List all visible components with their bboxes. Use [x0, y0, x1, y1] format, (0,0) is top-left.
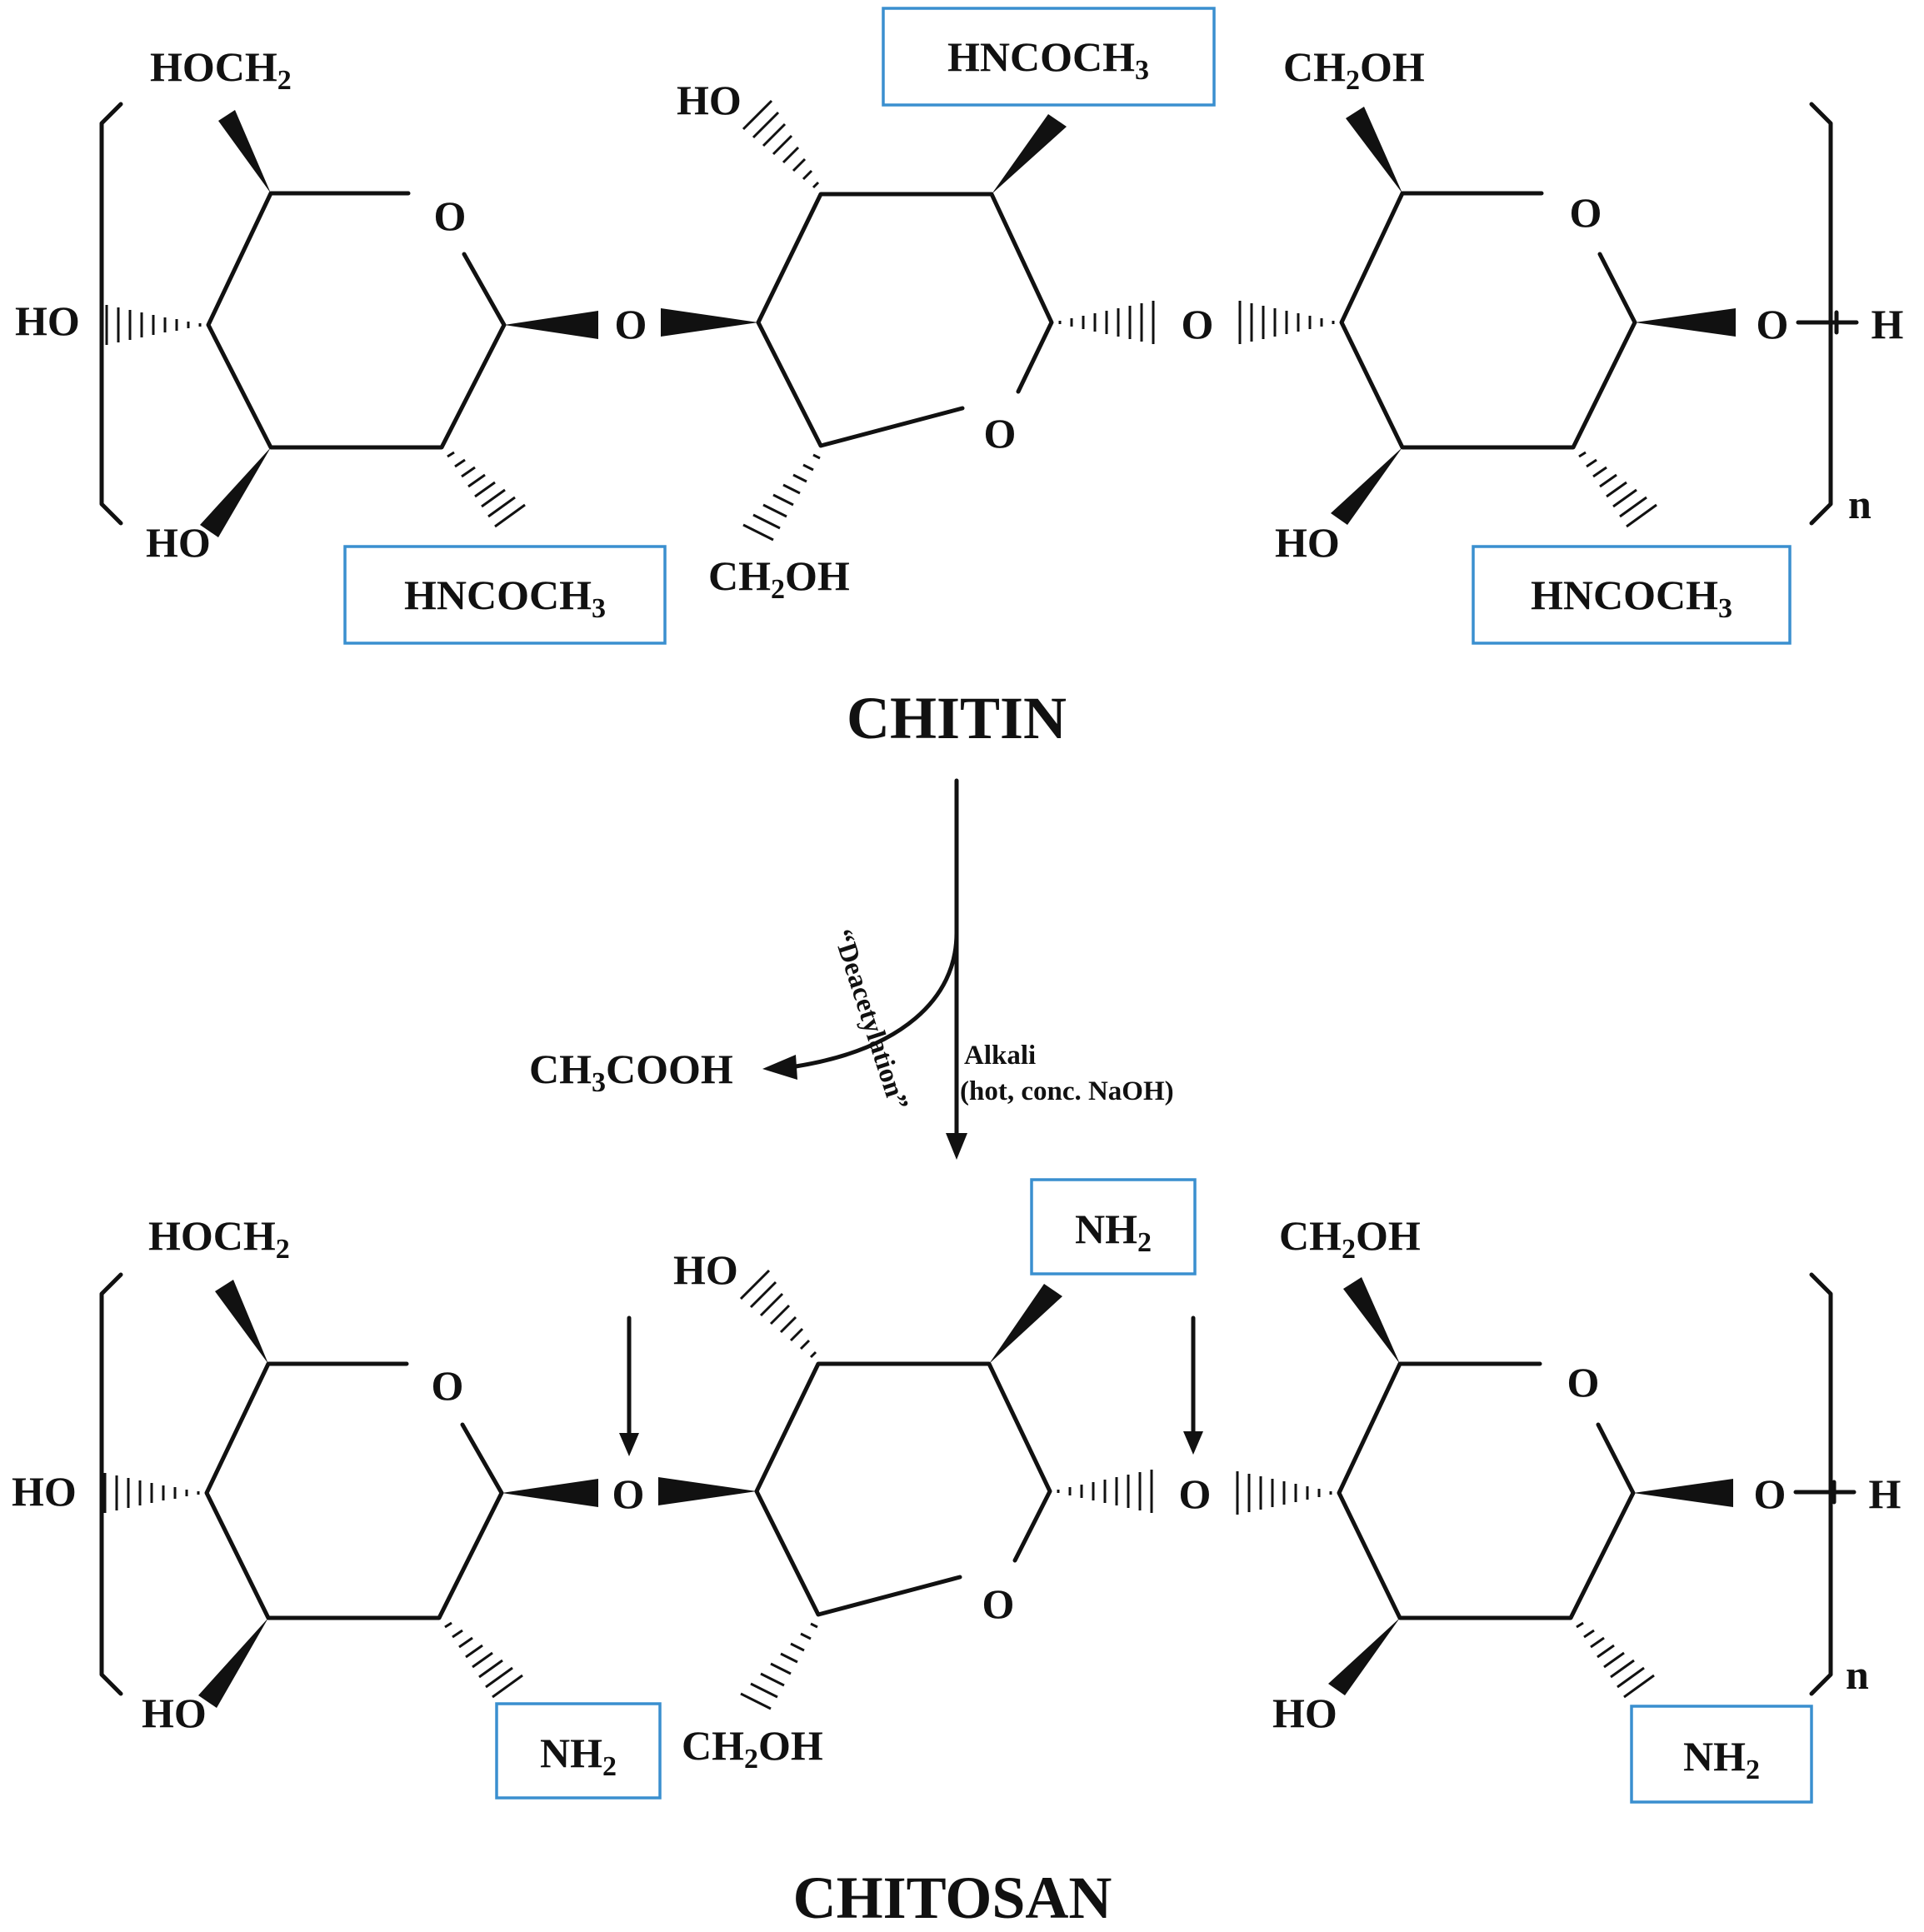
- terminal-oxygen: O: [1757, 301, 1789, 347]
- wedge-bond: [1343, 1277, 1400, 1364]
- ch2oh-label: CH2OH: [708, 552, 850, 605]
- wedge-bond: [504, 311, 598, 339]
- acetamido-box: [882, 7, 1216, 107]
- wedge-bond: [661, 308, 758, 337]
- acetamido-label: HNCOCH3: [404, 572, 606, 624]
- ch2oh-label: CH2OH: [1283, 43, 1425, 96]
- acetamido-box: [1472, 545, 1792, 645]
- amine-box: [495, 1702, 662, 1800]
- hash-bond: [742, 453, 821, 542]
- hash-bond: [1576, 1621, 1655, 1699]
- hash-bond: [105, 305, 202, 345]
- acetamido-label: HNCOCH3: [1531, 572, 1732, 624]
- chitosan-structure: O HOCH2 HO HO NH2 O O: [12, 1178, 1902, 1931]
- ho-label: HO: [673, 1246, 738, 1293]
- glycosidic-oxygen-2: O: [1182, 301, 1214, 347]
- wedge-bond: [1331, 447, 1402, 525]
- terminal-bond: [1796, 310, 1859, 335]
- hash-bond: [1058, 301, 1155, 344]
- ring-oxygen-2: O: [982, 1580, 1015, 1627]
- glycosidic-oxygen-2: O: [1179, 1470, 1212, 1517]
- ch2oh-label: CH2OH: [682, 1722, 823, 1775]
- terminal-hydrogen: H: [1869, 1470, 1902, 1517]
- hash-bond: [1057, 1470, 1153, 1513]
- right-bracket: [1809, 1272, 1833, 1696]
- ring-oxygen-3: O: [1567, 1359, 1600, 1405]
- reaction-arrow-head: [946, 1133, 967, 1160]
- byproduct-arrow-head: [762, 1055, 797, 1080]
- ring-2: [756, 192, 1054, 448]
- ho-label: HO: [1275, 519, 1340, 566]
- glycosidic-oxygen-1: O: [615, 301, 647, 347]
- deacetylation-reaction: CH3COOH “Deacetylation” Alkali (hot, con…: [529, 778, 1174, 1160]
- repeat-n-label: n: [1846, 1651, 1869, 1698]
- acetamido-label: HNCOCH3: [947, 33, 1149, 86]
- reagent-line-1: Alkali: [964, 1041, 1036, 1071]
- amine-label: NH2: [540, 1730, 617, 1782]
- amine-label: NH2: [1075, 1206, 1152, 1258]
- reagent-line-2: (hot, conc. NaOH): [960, 1076, 1174, 1106]
- hoch2-label: HOCH2: [148, 1212, 290, 1265]
- ho-label: HO: [142, 1690, 207, 1736]
- process-label: “Deacetylation”: [827, 926, 913, 1114]
- ring-oxygen-2: O: [984, 410, 1017, 457]
- wedge-bond: [989, 1284, 1062, 1364]
- hash-bond: [1238, 301, 1335, 344]
- byproduct-label: CH3COOH: [529, 1046, 733, 1098]
- cleavage-arrow-head-1: [619, 1433, 639, 1456]
- wedge-bond: [992, 114, 1067, 194]
- chitosan-title: CHITOSAN: [793, 1865, 1112, 1931]
- wedge-bond: [502, 1479, 598, 1507]
- ring-oxygen-1: O: [434, 192, 467, 239]
- ring-oxygen-1: O: [432, 1362, 464, 1409]
- hash-bond: [739, 1269, 817, 1359]
- left-bracket: [99, 1272, 123, 1696]
- chitin-title: CHITIN: [847, 685, 1067, 751]
- ho-label: HO: [12, 1468, 77, 1515]
- wedge-bond: [215, 1280, 268, 1364]
- ho-label: HO: [1272, 1690, 1337, 1736]
- terminal-bond: [1793, 1480, 1857, 1505]
- wedge-bond: [1346, 107, 1402, 193]
- amine-box: [1630, 1705, 1813, 1804]
- hash-bond: [742, 99, 820, 189]
- terminal-oxygen: O: [1754, 1470, 1787, 1517]
- amine-label: NH2: [1683, 1733, 1760, 1785]
- ring-2: [754, 1361, 1052, 1617]
- terminal-hydrogen: H: [1872, 301, 1904, 347]
- ho-label: HO: [15, 297, 80, 344]
- hash-bond: [740, 1622, 818, 1710]
- ho-label: HO: [677, 77, 742, 123]
- amine-box: [1030, 1178, 1197, 1276]
- acetamido-box: [343, 545, 667, 645]
- chitin-structure: O HOCH2 HO HO HNCOCH3 O O: [15, 7, 1904, 751]
- glycosidic-oxygen-1: O: [612, 1470, 645, 1517]
- wedge-bond: [1633, 1479, 1733, 1507]
- byproduct-branch-arrow: [793, 931, 959, 1069]
- wedge-bond: [218, 110, 271, 193]
- hoch2-label: HOCH2: [150, 43, 292, 96]
- cleavage-arrow-head-2: [1183, 1431, 1203, 1455]
- right-bracket: [1809, 102, 1833, 526]
- hash-bond: [103, 1473, 200, 1513]
- ring-oxygen-3: O: [1570, 189, 1602, 236]
- wedge-bond: [1635, 308, 1736, 337]
- ho-label: HO: [146, 519, 211, 566]
- wedge-bond: [200, 447, 271, 537]
- wedge-bond: [198, 1618, 268, 1708]
- wedge-bond: [1328, 1618, 1400, 1695]
- ch2oh-label: CH2OH: [1279, 1212, 1421, 1265]
- hash-bond: [1578, 451, 1657, 528]
- hash-bond: [1236, 1471, 1332, 1515]
- hash-bond: [444, 1621, 523, 1699]
- wedge-bond: [658, 1477, 757, 1505]
- left-bracket: [99, 102, 123, 526]
- hash-bond: [447, 451, 526, 528]
- repeat-n-label: n: [1848, 481, 1872, 527]
